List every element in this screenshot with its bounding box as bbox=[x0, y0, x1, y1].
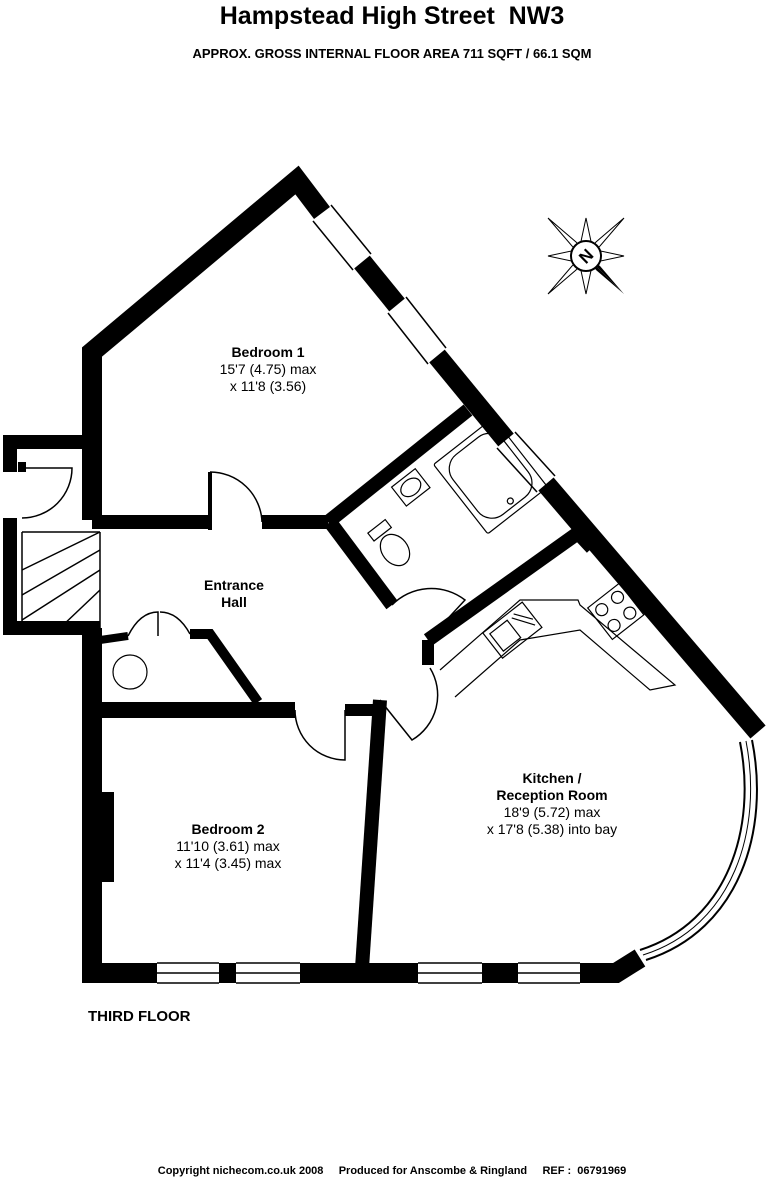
toilet bbox=[367, 518, 411, 567]
wall-diagonal-b bbox=[429, 349, 514, 447]
compass: N bbox=[547, 217, 625, 295]
hob bbox=[586, 582, 645, 641]
windows bbox=[157, 204, 580, 984]
wall-bathroom-right bbox=[572, 528, 598, 553]
bay-window-mid bbox=[642, 740, 752, 956]
kitchen-name2: Reception Room bbox=[496, 787, 607, 803]
staircase bbox=[21, 531, 101, 629]
bedroom2-name: Bedroom 2 bbox=[191, 821, 264, 837]
floor-area: APPROX. GROSS INTERNAL FLOOR AREA 711 SQ… bbox=[192, 46, 592, 61]
hall-name2: Hall bbox=[221, 594, 247, 610]
kitchen-worktop bbox=[439, 599, 677, 698]
copyright-text: Copyright nichecom.co.uk 2008 bbox=[157, 1165, 324, 1177]
wall-bathroom-bottom bbox=[423, 527, 583, 646]
floor-label: THIRD FLOOR bbox=[88, 1008, 191, 1025]
interior-walls bbox=[10, 404, 598, 969]
door-bedroom2 bbox=[294, 709, 346, 761]
wall-bathroom-left bbox=[324, 517, 398, 610]
bedroom2-dim1: 11'10 (3.61) max bbox=[176, 838, 280, 854]
wall-diagonal-c bbox=[538, 477, 766, 739]
water-cylinder bbox=[112, 654, 148, 690]
door-bedroom1 bbox=[209, 471, 263, 523]
kitchen-name1: Kitchen / bbox=[522, 770, 581, 786]
entry-door-swing bbox=[21, 467, 73, 519]
bedroom1-dim2: x 11'8 (3.56) bbox=[230, 378, 306, 394]
door-bathroom bbox=[391, 587, 467, 641]
kitchen-sink bbox=[481, 601, 543, 659]
door-kitchen bbox=[379, 667, 439, 741]
wall-cupboard bbox=[99, 632, 129, 644]
wall-bed2-kitchen bbox=[355, 699, 387, 969]
bay-window-outer bbox=[645, 739, 758, 961]
wall-cupboard-right bbox=[190, 629, 263, 705]
hall-name1: Entrance bbox=[204, 577, 264, 593]
bathtub bbox=[433, 417, 548, 534]
kitchen-dim2: x 17'8 (5.38) into bay bbox=[487, 821, 617, 837]
reference-text: REF : 06791969 bbox=[542, 1165, 627, 1177]
wall-bathroom-top bbox=[323, 404, 473, 528]
fixtures bbox=[112, 417, 677, 698]
chimney-breast bbox=[100, 792, 114, 882]
room-labels: Bedroom 1 15'7 (4.75) max x 11'8 (3.56) … bbox=[175, 344, 618, 871]
footer: Copyright nichecom.co.uk 2008 Produced f… bbox=[0, 1165, 784, 1177]
bay-window-inner bbox=[639, 741, 746, 951]
bedroom1-name: Bedroom 1 bbox=[231, 344, 304, 360]
wall-diagonal-a bbox=[354, 255, 405, 312]
kitchen-dim1: 18'9 (5.72) max bbox=[504, 804, 601, 820]
wall-entry-top bbox=[3, 435, 92, 472]
wash-basin bbox=[390, 467, 431, 507]
plan-title: Hampstead High Street NW3 bbox=[219, 2, 565, 30]
stair-entry bbox=[3, 435, 101, 635]
bedroom1-dim1: 15'7 (4.75) max bbox=[220, 361, 317, 377]
doors bbox=[127, 471, 467, 761]
door-cupboard bbox=[127, 611, 191, 637]
produced-text: Produced for Anscombe & Ringland bbox=[338, 1165, 528, 1177]
wall-bottom-right bbox=[580, 949, 646, 983]
bedroom2-dim2: x 11'4 (3.45) max bbox=[175, 855, 282, 871]
